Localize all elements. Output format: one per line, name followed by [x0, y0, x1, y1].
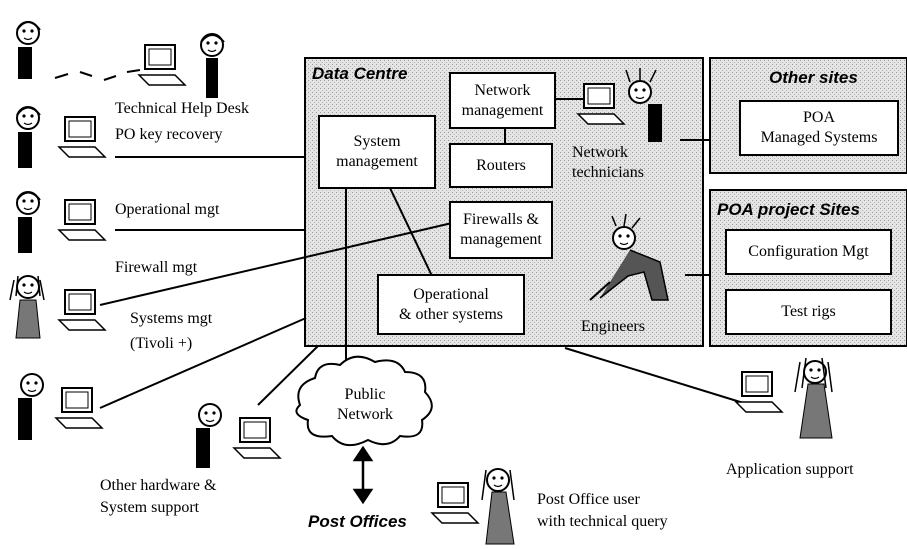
connector-lines — [54, 69, 751, 409]
data-centre-title: Data Centre — [312, 64, 408, 83]
application-support-label: Application support — [726, 461, 854, 478]
person-icon — [625, 68, 662, 142]
test-rigs-box: Test rigs — [725, 289, 892, 335]
system-support-label: System support — [100, 499, 200, 516]
systems-mgt-label: Systems mgt — [130, 310, 213, 327]
operational-mgt-label: Operational mgt — [115, 201, 220, 218]
network-technicians-label: Network technicians — [572, 144, 644, 181]
firewall-mgt-label: Firewall mgt — [115, 259, 198, 276]
person-icon — [196, 403, 222, 468]
headset-person-icon — [16, 191, 41, 253]
operational-systems-box: Operational & other systems — [377, 274, 525, 335]
system-management-box: System management — [318, 115, 436, 189]
computer-icon — [58, 199, 106, 241]
public-network-label: Public Network — [337, 386, 393, 423]
technical-help-desk-label: Technical Help Desk — [115, 100, 249, 117]
person-icon — [9, 275, 45, 339]
engineer-icon — [589, 213, 669, 301]
computer-icon — [58, 116, 106, 158]
configuration-mgt-box: Configuration Mgt — [725, 229, 892, 275]
po-key-recovery-label: PO key recovery — [115, 126, 223, 143]
tivoli-label: (Tivoli +) — [130, 335, 193, 352]
poa-project-sites-title: POA project Sites — [717, 200, 860, 219]
person-icon — [18, 373, 44, 440]
computer-icon — [55, 387, 103, 429]
computer-icon — [138, 44, 186, 86]
post-offices-title: Post Offices — [308, 512, 407, 531]
computer-icon — [431, 482, 479, 524]
person-icon — [481, 468, 515, 545]
other-sites-title: Other sites — [769, 68, 858, 87]
engineers-label: Engineers — [581, 318, 645, 335]
computer-icon — [735, 371, 783, 413]
post-office-user-label: Post Office user — [537, 491, 640, 508]
cloud-icon — [295, 355, 433, 447]
network-management-box: Network management — [449, 72, 556, 129]
poa-managed-systems-box: POA Managed Systems — [739, 100, 899, 156]
headset-person-icon — [16, 21, 41, 79]
routers-box: Routers — [449, 143, 553, 188]
computer-icon — [58, 289, 106, 331]
person-icon — [794, 357, 833, 439]
firewalls-box: Firewalls & management — [449, 201, 553, 259]
headset-person-icon — [16, 106, 41, 168]
other-hardware-label: Other hardware & — [100, 477, 217, 494]
computer-icon — [233, 417, 281, 459]
technical-query-label: with technical query — [537, 513, 668, 530]
double-arrow-icon — [352, 445, 374, 505]
headset-person-icon — [200, 33, 225, 98]
